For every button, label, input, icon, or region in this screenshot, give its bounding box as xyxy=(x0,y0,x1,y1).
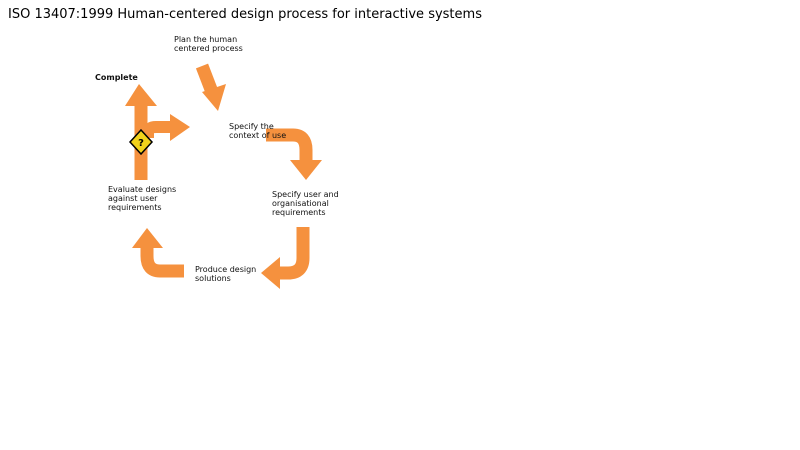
node-complete: Complete xyxy=(95,73,138,82)
arrow-plan-to-context xyxy=(195,63,226,111)
arrow-context-to-requirements xyxy=(266,128,322,180)
arrow-produce-to-evaluate xyxy=(132,228,184,278)
node-specify-requirements: Specify user and organisational requirem… xyxy=(272,190,339,217)
diagram-title: ISO 13407:1999 Human-centered design pro… xyxy=(8,7,482,22)
decision-question-mark: ? xyxy=(138,138,144,149)
decision-diamond: ? xyxy=(128,128,154,156)
arrow-requirements-to-produce xyxy=(261,227,310,289)
node-plan-human-centered-process: Plan the human centered process xyxy=(174,35,243,53)
node-evaluate-designs: Evaluate designs against user requiremen… xyxy=(108,185,177,212)
node-produce-design-solutions: Produce design solutions xyxy=(195,265,257,283)
process-arrows xyxy=(125,63,322,289)
arrow-decision-to-context xyxy=(142,114,190,141)
node-specify-context-of-use: Specify the context of use xyxy=(229,122,287,140)
